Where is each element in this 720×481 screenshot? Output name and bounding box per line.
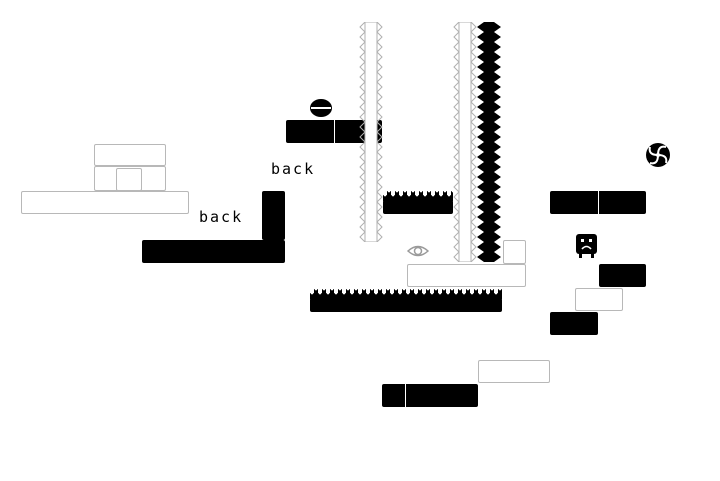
ghost-spike-pillar-left <box>359 22 383 242</box>
solid-platform-right <box>550 191 646 214</box>
ghost-block-right <box>575 288 623 311</box>
solid-platform-bottom <box>382 384 478 407</box>
solid-spiked-floor <box>310 298 502 312</box>
ghost-block-small <box>503 240 526 264</box>
solid-spike-pillar <box>476 22 502 262</box>
back-sign-lower: back <box>199 208 244 226</box>
back-sign-upper: back <box>271 160 316 178</box>
spikes-middle-block <box>383 189 453 201</box>
spikes-long-floor <box>310 287 502 299</box>
ghost-spike-pillar-middle <box>453 22 477 262</box>
solid-platform-long <box>142 240 285 263</box>
solid-block-right-step <box>599 264 646 287</box>
ghost-ledge-left <box>21 191 189 214</box>
ghost-platform-bottom <box>478 360 550 383</box>
block-seam <box>405 384 406 407</box>
solid-platform-top <box>286 120 382 143</box>
eye-icon <box>406 242 430 260</box>
ghost-platform-center <box>407 264 526 287</box>
solid-block-right-low <box>550 312 598 335</box>
lips-blob-enemy-icon <box>308 97 334 119</box>
ghost-building-top <box>94 144 166 166</box>
frowning-block-player-icon[interactable] <box>575 233 598 259</box>
swirl-portal-icon[interactable] <box>645 142 671 168</box>
ghost-building-door <box>116 168 142 191</box>
solid-spiked-block-middle <box>383 200 453 214</box>
solid-block-column <box>262 191 285 240</box>
